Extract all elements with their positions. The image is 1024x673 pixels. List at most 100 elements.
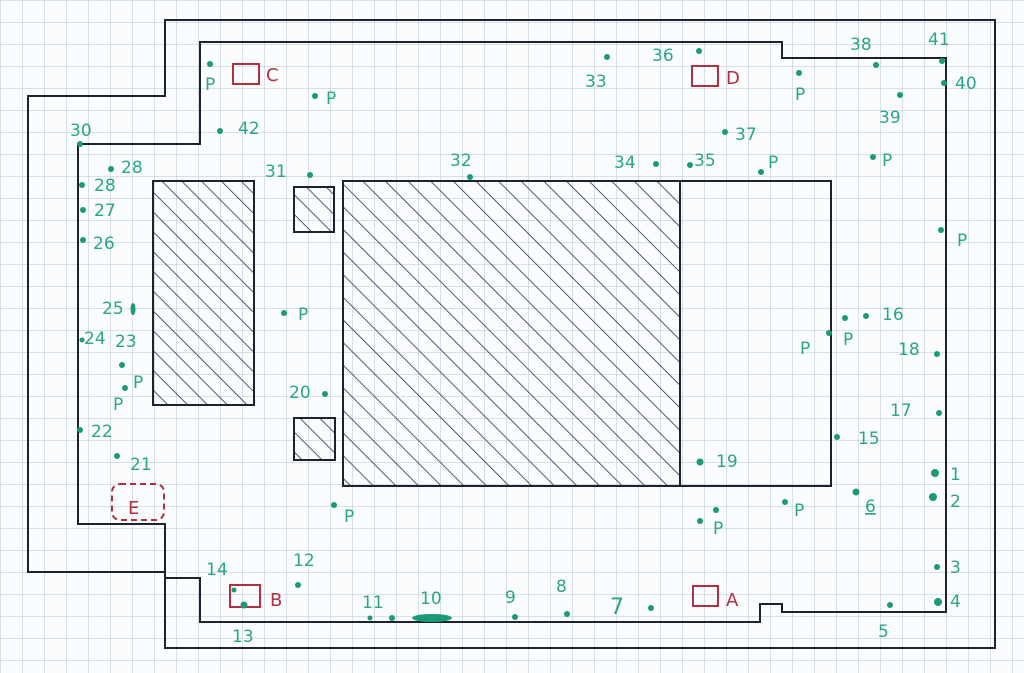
- p-dot: [842, 315, 848, 321]
- point-label-31: 31: [265, 162, 287, 182]
- p-markers: [122, 61, 944, 524]
- marker-point-42: [217, 128, 223, 134]
- p-label: P: [795, 85, 805, 105]
- point-label-42: 42: [238, 119, 260, 139]
- p-label: P: [800, 339, 810, 359]
- point-label-25: 25: [102, 299, 124, 319]
- marker-point-8: [564, 611, 570, 617]
- station-label-e: E: [128, 498, 139, 519]
- point-label-22: 22: [91, 422, 113, 442]
- marker-point-24: [79, 337, 85, 343]
- hatched-block-center: [342, 180, 681, 487]
- station-label-c: C: [266, 65, 279, 86]
- p-dot: [826, 330, 832, 336]
- p-label: P: [957, 231, 967, 251]
- point-label-11: 11: [362, 593, 384, 613]
- p-dot: [697, 518, 703, 524]
- station-box-d: [691, 65, 719, 87]
- marker-point-25: [130, 303, 136, 315]
- marker-point-23: [119, 362, 125, 368]
- p-dot: [281, 310, 287, 316]
- p-dot: [713, 507, 719, 513]
- point-label-20: 20: [289, 383, 311, 403]
- point-label-32: 32: [450, 151, 472, 171]
- marker-point-36: [696, 48, 702, 54]
- marker-point-16: [863, 313, 869, 319]
- marker-point-35: [687, 162, 693, 168]
- hatched-block-left: [152, 180, 255, 406]
- marker-point-4: [934, 598, 942, 606]
- point-label-18: 18: [898, 340, 920, 360]
- station-label-b: B: [270, 590, 282, 611]
- p-label: P: [344, 507, 354, 527]
- point-label-30: 30: [70, 121, 92, 141]
- point-label-19: 19: [716, 452, 738, 472]
- point-label-1: 1: [950, 465, 961, 485]
- point-label-27: 27: [94, 201, 116, 221]
- p-label: P: [326, 89, 336, 109]
- p-label: P: [794, 501, 804, 521]
- p-dot: [870, 154, 876, 160]
- marker-point-14: [231, 587, 237, 593]
- point-label-3: 3: [950, 558, 961, 578]
- point-label-23: 23: [115, 332, 137, 352]
- marker-point-22: [77, 427, 83, 433]
- marker-point-18: [934, 351, 940, 357]
- marker-point-10: [412, 614, 452, 622]
- point-label-24: 24: [84, 329, 106, 349]
- p-label: P: [882, 151, 892, 171]
- p-dot: [938, 227, 944, 233]
- marker-point-33: [604, 54, 610, 60]
- point-label-2: 2: [950, 492, 961, 512]
- point-label-37: 37: [735, 125, 757, 145]
- p-label: P: [298, 305, 308, 325]
- marker-point-15: [834, 434, 840, 440]
- point-label-8: 8: [556, 577, 567, 597]
- station-box-a: [692, 585, 719, 607]
- inner-wall: [77, 41, 947, 623]
- point-labels: 1 2 3 4 5 6 7 8 9 10 11 12 13 14 15 16 1…: [70, 30, 977, 647]
- marker-point-7: [648, 605, 654, 611]
- marker-point-19: [696, 458, 704, 466]
- numbered-points: [77, 48, 947, 622]
- p-dot: [207, 61, 213, 67]
- point-label-7: 7: [610, 595, 624, 620]
- point-label-21: 21: [130, 455, 152, 475]
- point-label-41: 41: [928, 30, 950, 50]
- marker-point-28: [79, 182, 85, 188]
- p-label: P: [205, 75, 215, 95]
- point-label-17: 17: [890, 401, 912, 421]
- point-label-26: 26: [93, 234, 115, 254]
- p-dot: [312, 93, 318, 99]
- p-dot: [796, 70, 802, 76]
- p-labels: P P P P P P P P P P P P P P: [113, 75, 967, 539]
- point-label-13: 13: [232, 627, 254, 647]
- station-label-d: D: [726, 68, 740, 89]
- marker-point-9: [512, 614, 518, 620]
- point-label-28a: 28: [94, 176, 116, 196]
- marker-point-17: [936, 410, 942, 416]
- point-label-15: 15: [858, 429, 880, 449]
- marker-point-3: [934, 564, 940, 570]
- point-label-40: 40: [955, 74, 977, 94]
- p-dot: [331, 502, 337, 508]
- point-label-39: 39: [879, 108, 901, 128]
- p-label: P: [768, 153, 778, 173]
- point-label-33: 33: [585, 72, 607, 92]
- p-dot: [782, 499, 788, 505]
- point-label-14: 14: [206, 560, 228, 580]
- marker-point-39: [897, 92, 903, 98]
- p-label: P: [133, 373, 143, 393]
- station-label-a: A: [726, 590, 739, 611]
- marker-point-12: [295, 582, 301, 588]
- p-dot: [758, 169, 764, 175]
- marker-point-41: [939, 58, 945, 64]
- marker-point-6: [852, 488, 860, 496]
- p-label: P: [843, 330, 853, 350]
- point-label-9: 9: [505, 588, 516, 608]
- point-label-12: 12: [293, 551, 315, 571]
- point-label-4: 4: [950, 592, 961, 612]
- p-label: P: [713, 519, 723, 539]
- hatched-small-top: [293, 186, 335, 233]
